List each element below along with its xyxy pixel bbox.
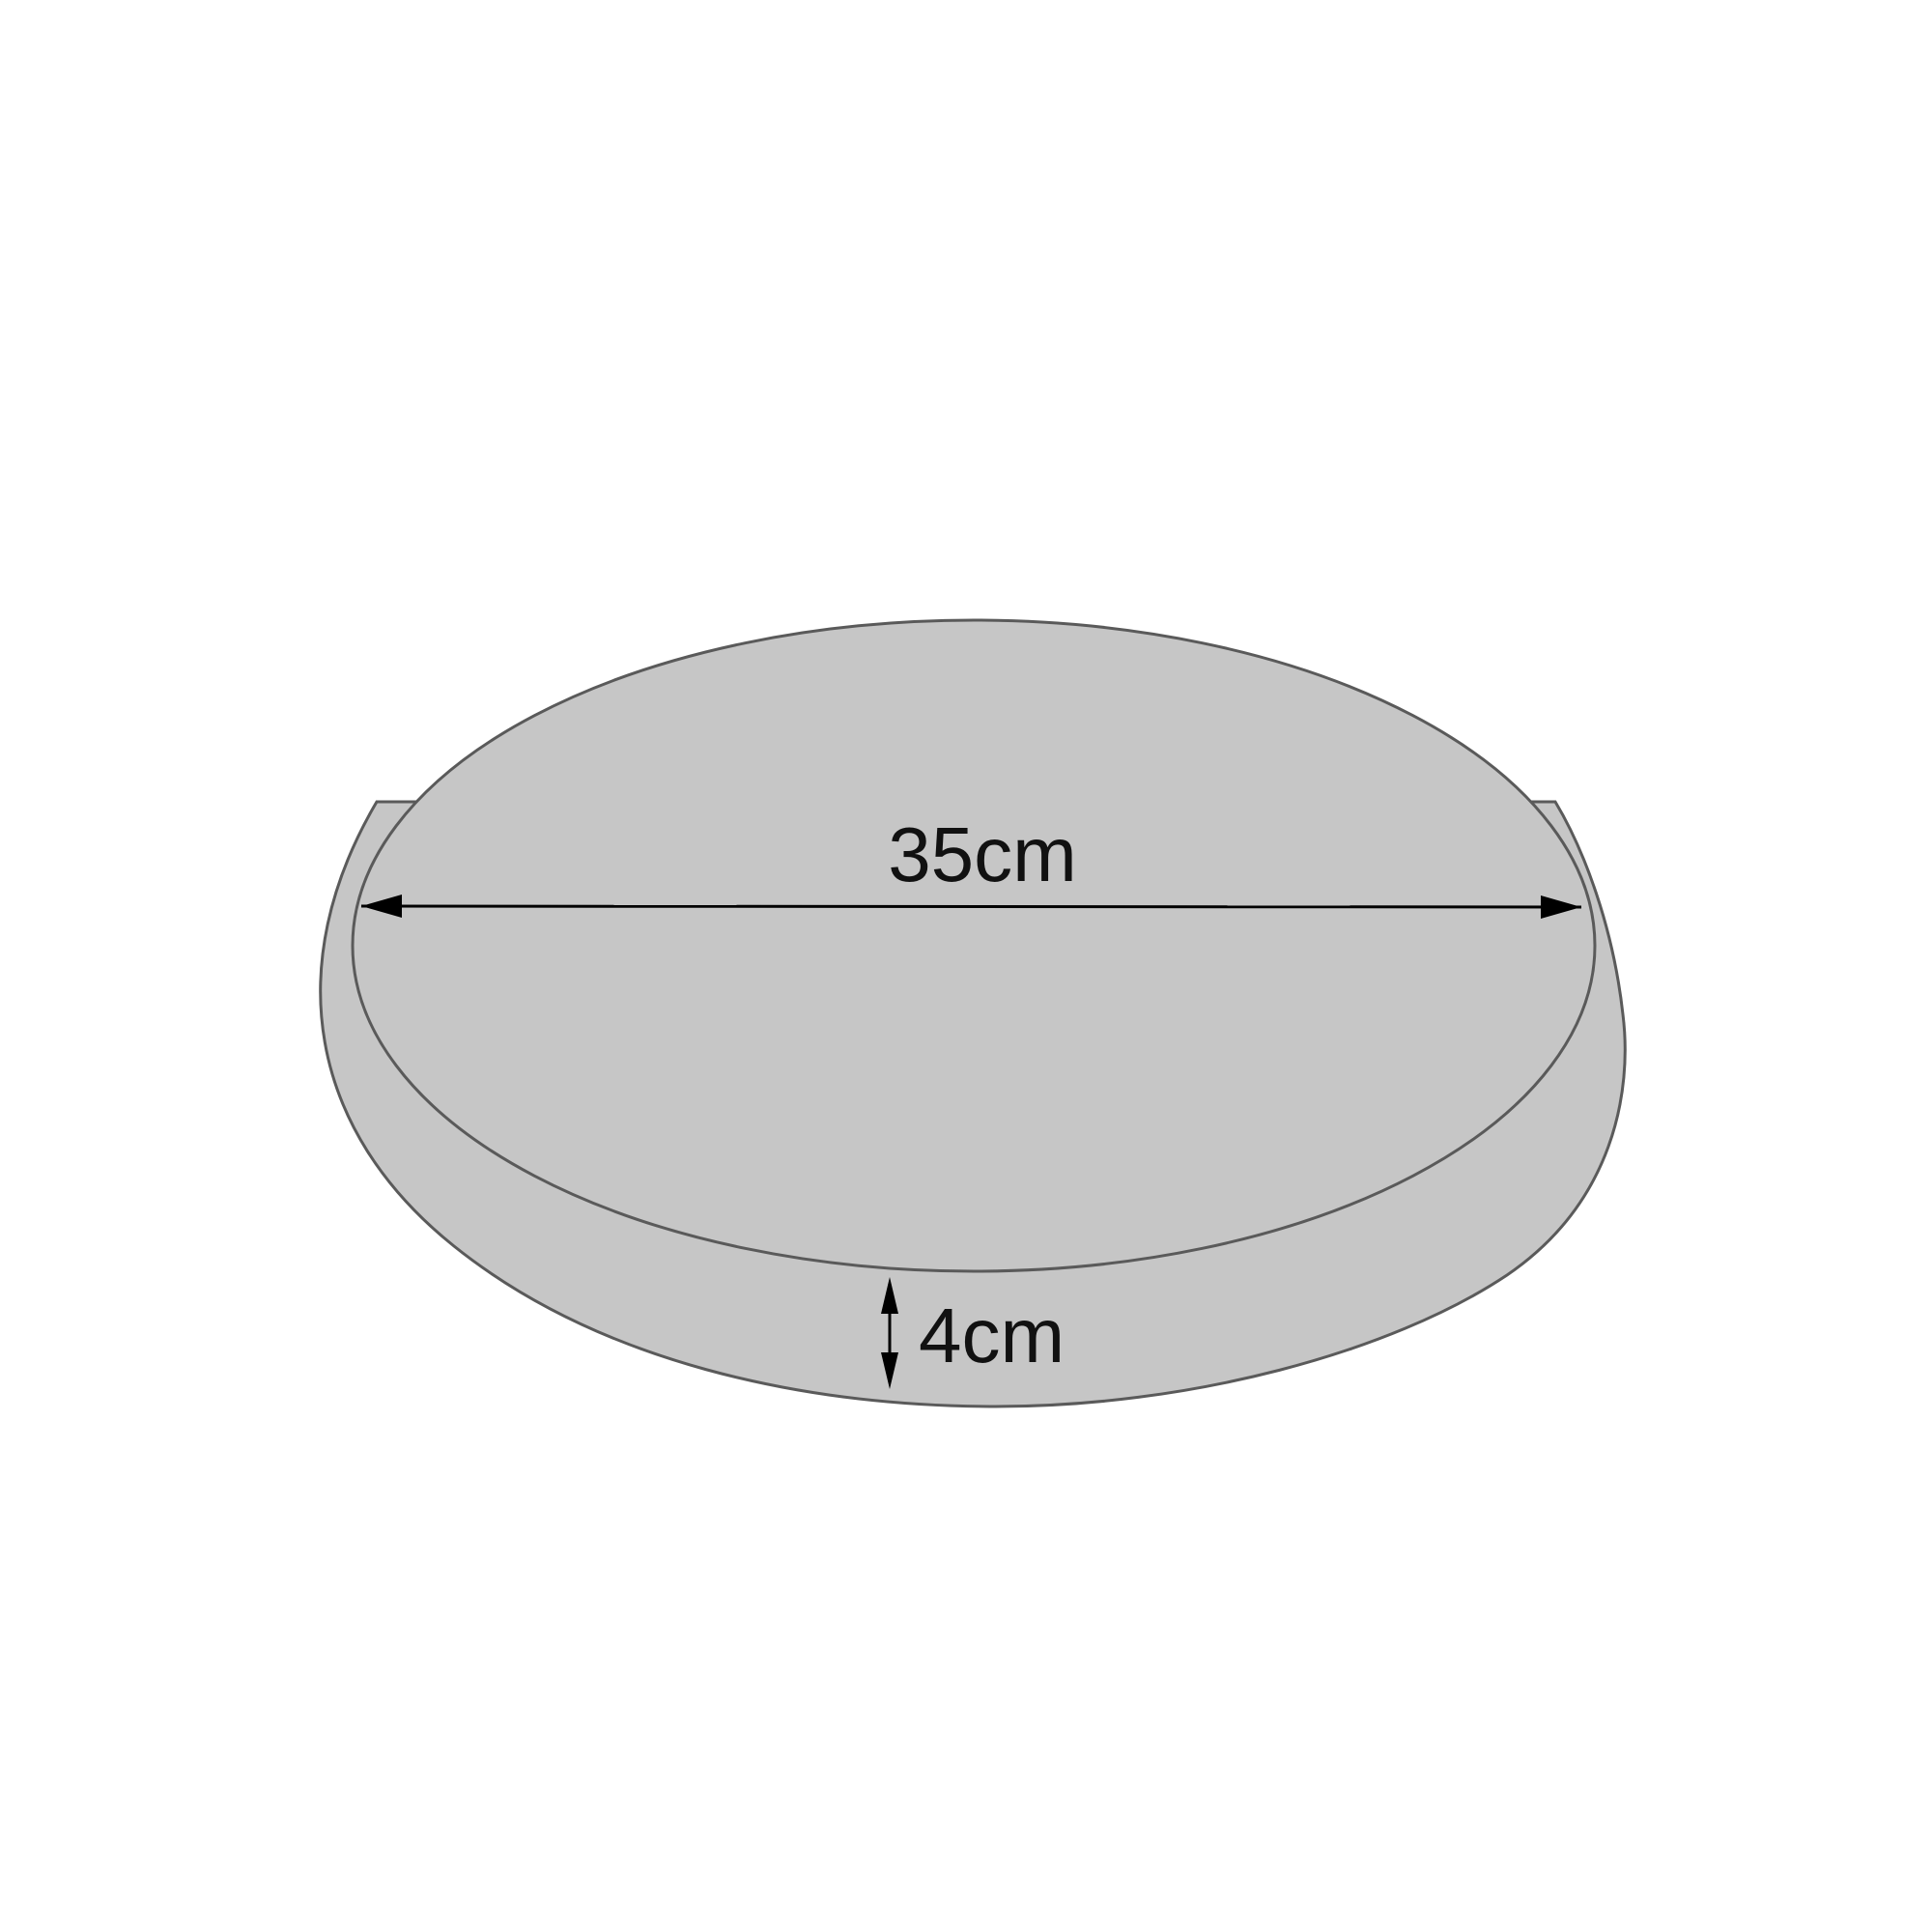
diameter-arrowhead-right xyxy=(1541,895,1581,919)
thickness-label: 4cm xyxy=(919,1293,1065,1378)
diameter-label: 35cm xyxy=(888,811,1077,897)
cushion-top-face xyxy=(351,618,1597,1273)
diameter-arrow xyxy=(360,904,1582,909)
thickness-arrowhead-top xyxy=(881,1277,898,1314)
thickness-arrowhead-bottom xyxy=(881,1352,898,1389)
diameter-arrowhead-left xyxy=(361,895,402,918)
